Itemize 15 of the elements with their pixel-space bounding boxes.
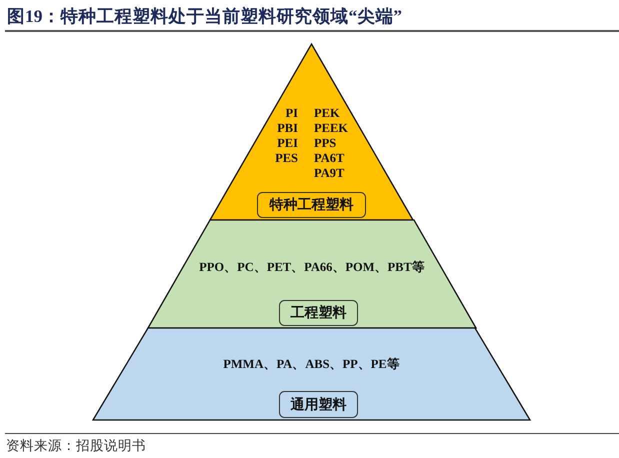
- pyramid-top-triangle: [210, 44, 413, 220]
- tier-label-text: 通用塑料: [290, 396, 346, 412]
- tier-label: [257, 192, 366, 218]
- polymer-list: PEK PEEK PPS PA6T PA9T: [314, 106, 348, 181]
- polymer-list: PMMA、PA、ABS、PP、PE等: [93, 357, 530, 372]
- tier-label-text: 工程塑料: [290, 305, 346, 321]
- polymer-list: PPO、PC、PET、PA66、POM、PBT等: [148, 260, 476, 275]
- polymer-list: PI PBI PEI PES: [275, 106, 298, 166]
- pyramid-base-tier: [93, 328, 530, 420]
- figure-title: 图19：特种工程塑料处于当前塑料研究领域“尖端”: [7, 6, 402, 27]
- tier-label-text: 特种工程塑料: [270, 197, 354, 213]
- tier-label: [279, 391, 358, 418]
- source-note: 资料来源：招股说明书: [6, 437, 146, 454]
- tier-label: [279, 300, 358, 326]
- pyramid-middle-tier: [148, 220, 476, 328]
